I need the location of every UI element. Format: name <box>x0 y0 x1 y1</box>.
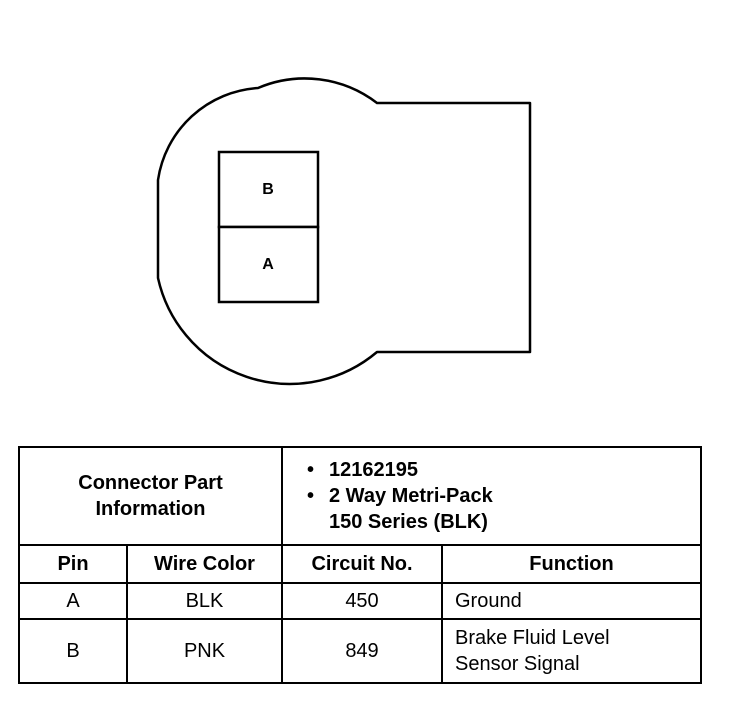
cavity-bottom-label: A <box>262 256 274 273</box>
connector-part-info-label: Connector Part Information <box>18 446 283 546</box>
cavity-bottom-box <box>217 225 320 304</box>
function-line-2: Sensor Signal <box>455 653 580 675</box>
pin-cell: A <box>18 582 128 620</box>
header-wire-color: Wire Color <box>126 544 283 584</box>
connector-housing-outline <box>156 77 532 386</box>
circuit-no-cell: 450 <box>281 582 443 620</box>
table-row: A BLK 450 Ground <box>18 582 702 620</box>
table-row: B PNK 849 Brake Fluid Level Sensor Signa… <box>18 618 702 684</box>
info-label-line-2: Information <box>95 498 206 520</box>
info-item-part-number: 12162195 <box>307 457 700 483</box>
cavity-top-label: B <box>262 181 274 198</box>
function-cell: Brake Fluid Level Sensor Signal <box>441 618 702 684</box>
connector-part-info-row: Connector Part Information 12162195 2 Wa… <box>18 446 702 546</box>
header-circuit-no: Circuit No. <box>281 544 443 584</box>
connector-info-table: Connector Part Information 12162195 2 Wa… <box>18 446 702 684</box>
wire-color-cell: BLK <box>126 582 283 620</box>
function-cell: Ground <box>441 582 702 620</box>
table-header-row: Pin Wire Color Circuit No. Function <box>18 544 702 584</box>
connector-part-info-list: 12162195 2 Way Metri-Pack 150 Series (BL… <box>281 446 702 546</box>
info-item-connector-type: 2 Way Metri-Pack <box>307 483 700 509</box>
pin-cell: B <box>18 618 128 684</box>
info-label-line-1: Connector Part <box>78 472 223 494</box>
circuit-no-cell: 849 <box>281 618 443 684</box>
cavity-top-box <box>217 150 320 229</box>
connector-face-diagram: B A <box>156 77 532 386</box>
header-pin: Pin <box>18 544 128 584</box>
function-line-1: Brake Fluid Level <box>455 627 610 649</box>
wire-color-cell: PNK <box>126 618 283 684</box>
header-function: Function <box>441 544 702 584</box>
info-item-series: 150 Series (BLK) <box>329 511 488 533</box>
